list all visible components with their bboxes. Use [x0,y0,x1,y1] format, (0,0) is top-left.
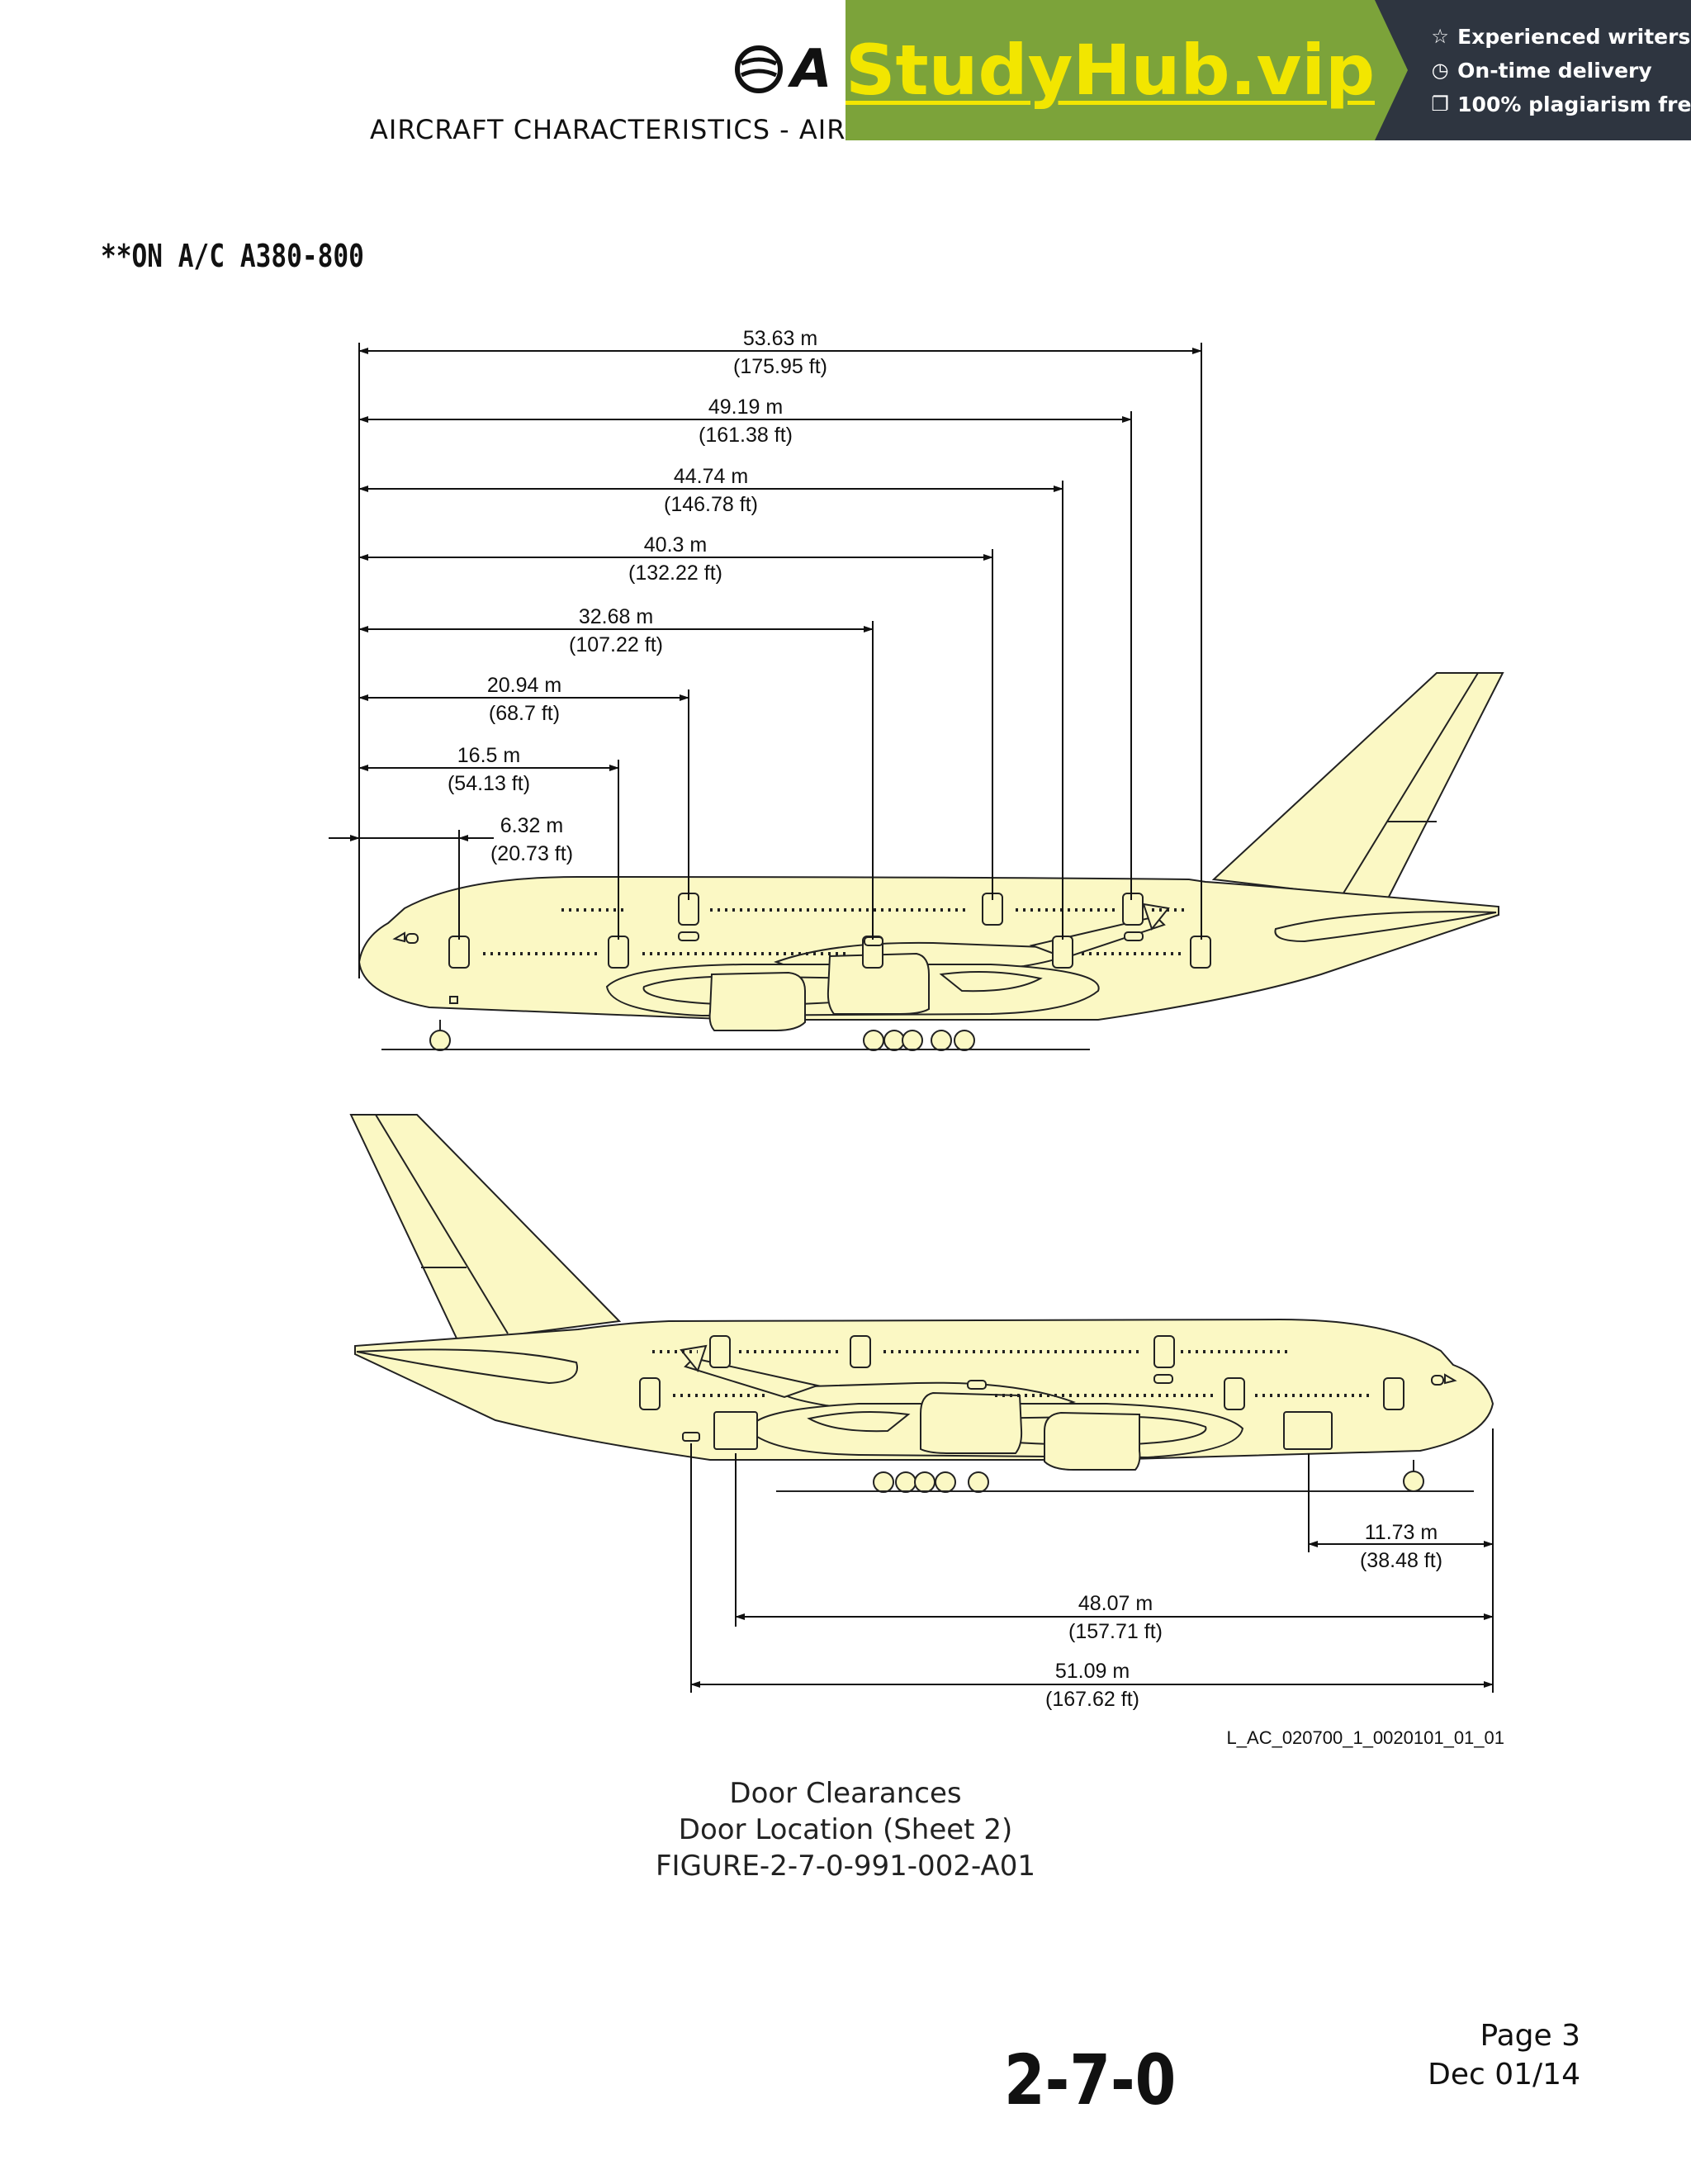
revision-date: Dec 01/14 [1428,2058,1580,2092]
dim-label-ft: (146.78 ft) [664,493,758,516]
dim-label-m: 53.63 m [743,327,817,350]
dim-label-ft: (20.73 ft) [490,842,573,865]
dim-label-m: 32.68 m [579,605,653,628]
page-number: Page 3 [1480,2019,1581,2053]
top-aircraft-drawing [358,672,1504,1051]
banner-feature-text: On-time delivery [1457,58,1652,83]
dim-label-ft: (68.7 ft) [489,702,560,725]
star-icon: ☆ [1431,25,1449,48]
dim-label-ft: (175.95 ft) [733,355,827,378]
chapter-number: 2-7-0 [1004,2040,1177,2120]
dim-label-m: 44.74 m [674,465,748,488]
dim-label-ft: (132.22 ft) [628,561,722,585]
dim-label-m: 48.07 m [1078,1592,1153,1615]
dim-label-m: 6.32 m [500,814,563,837]
banner-logo-area[interactable]: StudyHub.vip [846,0,1409,140]
caption-subtitle: Door Location (Sheet 2) [678,1813,1013,1846]
dim-label-ft: (38.48 ft) [1360,1549,1442,1572]
banner-feature-text: Experienced writers [1457,24,1691,49]
bottom-dimension-labels: 11.73 m (38.48 ft) 48.07 m (157.71 ft) 5… [1045,1521,1442,1711]
banner-feature-plagiarism: ❐ 100% plagiarism free [1429,92,1691,116]
figure-reference-code: L_AC_020700_1_0020101_01_01 [1227,1727,1504,1748]
dim-label-ft: (54.13 ft) [448,772,530,795]
caption-figure-number: FIGURE-2-7-0-991-002-A01 [656,1850,1035,1883]
dim-label-ft: (157.71 ft) [1068,1620,1163,1643]
banner-title[interactable]: StudyHub.vip [846,30,1376,111]
dim-label-ft: (161.38 ft) [699,424,793,447]
dim-label-m: 40.3 m [644,533,707,557]
banner-feature-writers: ☆ Experienced writers [1429,25,1691,49]
document-icon: ❐ [1431,92,1449,116]
banner-features: ☆ Experienced writers ◷ On-time delivery… [1375,0,1691,140]
banner-feature-text: 100% plagiarism free [1457,92,1691,116]
bottom-dimension-lines [690,1428,1494,1693]
clock-icon: ◷ [1431,59,1449,82]
banner-feature-delivery: ◷ On-time delivery [1429,59,1691,83]
airbus-logo-icon [735,45,783,93]
applicability-note: **ON A/C A380-800 [101,238,364,274]
dim-label-m: 20.94 m [487,674,561,697]
airbus-logo: A [735,43,832,96]
dim-label-ft: (167.62 ft) [1045,1688,1139,1711]
caption-title: Door Clearances [729,1777,962,1810]
logo-text: A [791,39,832,100]
top-dimension-lines [329,343,1202,978]
dim-label-ft: (107.22 ft) [569,633,663,656]
dim-label-m: 49.19 m [708,396,783,419]
bottom-aircraft-drawing [349,1114,1494,1493]
dim-label-m: 16.5 m [457,744,520,767]
dim-label-m: 51.09 m [1055,1660,1130,1683]
dim-label-m: 11.73 m [1365,1521,1438,1544]
studyhub-banner[interactable]: StudyHub.vip ☆ Experienced writers ◷ On-… [846,0,1691,140]
top-dimension-labels: 53.63 m (175.95 ft) 49.19 m (161.38 ft) … [448,327,827,865]
